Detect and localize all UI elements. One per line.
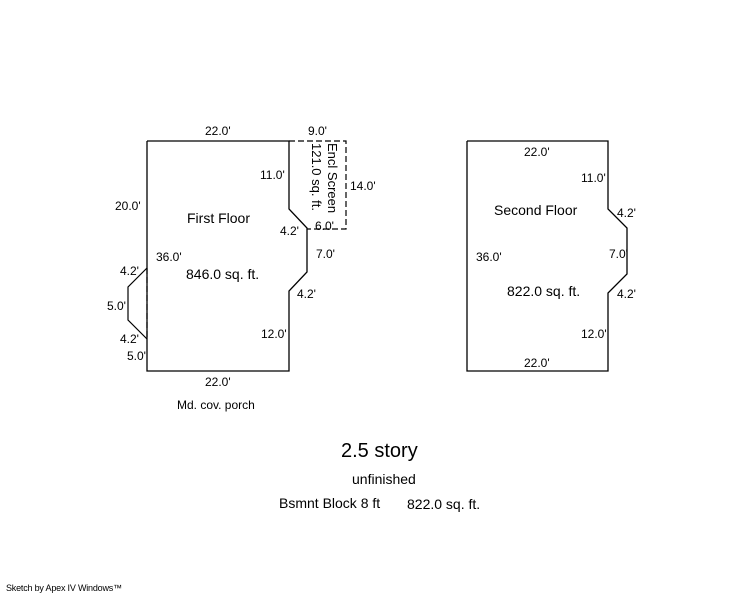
story-title: 2.5 story bbox=[341, 440, 418, 462]
porch-diag-lower-dim: 4.2' bbox=[120, 332, 139, 346]
first-floor-right-lower-dim: 12.0' bbox=[261, 327, 287, 341]
first-floor-height-dim: 36.0' bbox=[156, 250, 182, 264]
first-floor-top-dim: 22.0' bbox=[205, 124, 231, 138]
second-floor-diag-upper-dim: 4.2' bbox=[617, 206, 636, 220]
second-floor-left-dim: 36.0' bbox=[476, 250, 502, 264]
first-floor-area: 846.0 sq. ft. bbox=[186, 266, 260, 282]
porch-outline bbox=[127, 267, 148, 340]
second-floor-top-dim: 22.0' bbox=[524, 145, 550, 159]
first-floor-outline bbox=[146, 140, 308, 372]
first-floor-right-mid-dim: 7.0' bbox=[316, 247, 335, 261]
porch-side-dim: 5.0' bbox=[107, 299, 126, 313]
second-floor-right-upper-dim: 11.0' bbox=[581, 171, 606, 185]
first-floor-left-dim: 20.0' bbox=[115, 199, 141, 213]
porch-bottom-seg-dim: 5.0' bbox=[127, 349, 146, 363]
basement-area: 822.0 sq. ft. bbox=[407, 496, 481, 512]
encl-screen-right-dim: 14.0' bbox=[350, 179, 376, 193]
second-floor-diag-lower-dim: 4.2' bbox=[617, 287, 636, 301]
second-floor-outline bbox=[466, 140, 628, 372]
first-floor-right-upper-dim: 11.0' bbox=[260, 168, 285, 182]
second-floor-right-lower-dim: 12.0' bbox=[581, 327, 607, 341]
encl-screen-bottom-dim: 6.0' bbox=[315, 219, 334, 233]
porch-diag-upper-dim: 4.2' bbox=[120, 264, 139, 278]
second-floor-bottom-dim: 22.0' bbox=[524, 356, 550, 370]
first-floor-bottom-dim: 22.0' bbox=[205, 375, 231, 389]
first-floor-diag-lower-dim: 4.2' bbox=[297, 287, 316, 301]
first-floor-diag-upper-dim: 4.2' bbox=[280, 224, 299, 238]
encl-screen-area: 121.0 sq. ft. bbox=[309, 143, 324, 211]
basement-label: Bsmnt Block 8 ft bbox=[279, 495, 381, 511]
encl-screen-label: Encl Screen bbox=[325, 143, 340, 214]
status-label: unfinished bbox=[352, 471, 416, 487]
second-floor-area: 822.0 sq. ft. bbox=[507, 283, 581, 299]
encl-screen-outline bbox=[289, 140, 347, 230]
footer-credit: Sketch by Apex IV Windows™ bbox=[6, 583, 122, 593]
encl-screen-top-dim: 9.0' bbox=[308, 124, 327, 138]
second-floor-label: Second Floor bbox=[494, 202, 578, 218]
porch-label: Md. cov. porch bbox=[177, 398, 255, 412]
first-floor-label: First Floor bbox=[187, 210, 250, 226]
second-floor-right-mid-dim: 7.0' bbox=[609, 247, 628, 261]
